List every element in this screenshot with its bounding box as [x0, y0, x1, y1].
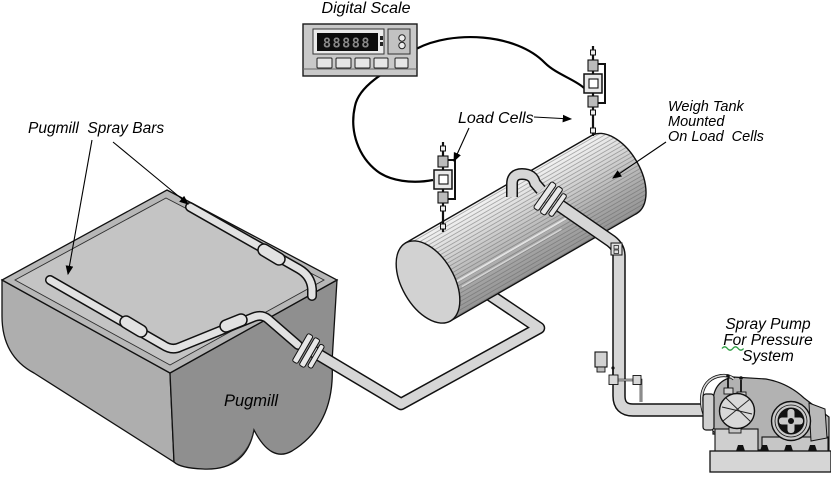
- scale-cable-left: [352, 56, 434, 183]
- leader-spray-bar-left: [65, 139, 93, 276]
- pugmill-side-face: [169, 278, 338, 470]
- weigh-tank-label-line2: Mounted: [668, 114, 725, 130]
- leader-weigh-tank: [612, 141, 667, 179]
- scale-readout: 88888: [323, 36, 371, 52]
- scale-side-panel: [387, 28, 411, 55]
- leader-load-cell-lower: [453, 127, 470, 163]
- scale-knob[interactable]: [398, 41, 406, 50]
- pugmill-feed-pipe: [310, 283, 546, 411]
- leader-load-cell-upper: [533, 114, 573, 123]
- pump-inlet-flange: [702, 393, 715, 431]
- scale-knob[interactable]: [398, 34, 406, 42]
- digital-scale-label: Digital Scale: [322, 0, 411, 17]
- tank-end-cap: [395, 240, 461, 324]
- pump-fitting: [723, 387, 734, 395]
- pugmill-lobe-line: [227, 429, 255, 466]
- spray-pump-label-line1: Spray Pump: [725, 316, 811, 333]
- tank-to-pump-pipe: [506, 168, 706, 417]
- leader-spray-bar-back: [112, 141, 189, 205]
- scale-button[interactable]: [373, 57, 389, 69]
- base-bolt: [808, 445, 817, 451]
- pugmill-spray-bars-label: Pugmill Spray Bars: [28, 120, 164, 137]
- base-bolt: [760, 445, 769, 451]
- load-cell-upper: [582, 44, 607, 138]
- pugmill-label: Pugmill: [224, 392, 279, 410]
- pipe-tap: [594, 351, 608, 368]
- pugmill-front-face: [1, 278, 175, 464]
- scale-cables: [352, 36, 585, 183]
- fan-shroud: [808, 402, 828, 442]
- scale-button[interactable]: [394, 57, 409, 69]
- tank-inlet-flange: [533, 181, 567, 217]
- base-bolt: [784, 445, 793, 451]
- bypass-valve: [632, 375, 642, 385]
- scale-button[interactable]: [316, 57, 333, 69]
- digital-scale: 88888: [302, 23, 418, 77]
- weigh-tank: [395, 132, 647, 324]
- scale-button[interactable]: [354, 57, 371, 69]
- scale-display: [317, 33, 378, 51]
- load-cells-label: Load Cells: [458, 110, 534, 127]
- spray-bar-outlet-flange: [292, 333, 325, 369]
- pugmill: [0, 189, 339, 470]
- bypass-valve: [608, 374, 619, 385]
- leader-lines: [65, 114, 667, 276]
- base-bolt: [736, 445, 745, 451]
- motor-fan-icon: [770, 400, 812, 442]
- scale-cable-right: [415, 36, 585, 89]
- spray-pump-label-line2: For Pressure: [723, 332, 813, 349]
- pump-housing: [718, 392, 756, 430]
- spray-pump-label-line3: System: [742, 348, 794, 365]
- weigh-tank-label-line1: Weigh Tank: [668, 99, 745, 115]
- spellcheck-squiggle: [721, 346, 745, 351]
- weigh-tank-label-line3: On Load Cells: [668, 129, 764, 145]
- pugmill-spray-bars: [45, 202, 317, 354]
- scale-button[interactable]: [335, 57, 352, 69]
- spray-pump: [699, 373, 831, 473]
- pump-base-plate: [709, 450, 831, 473]
